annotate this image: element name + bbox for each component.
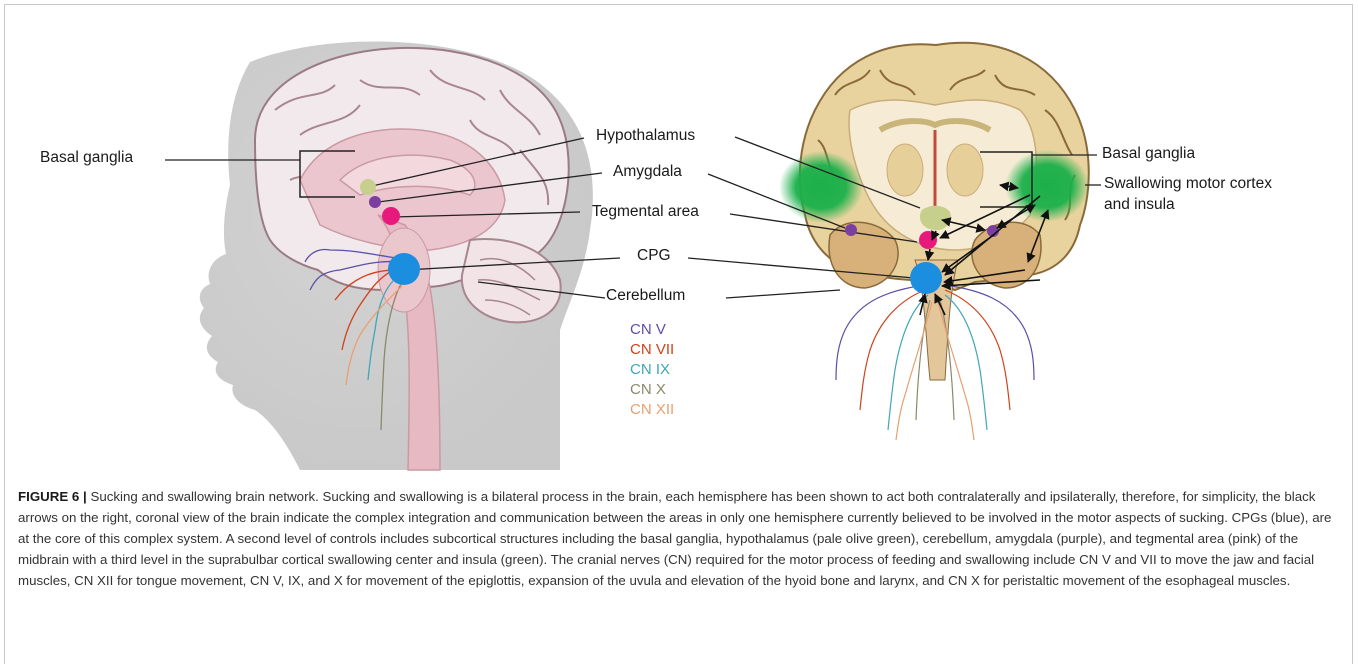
amygdala-marker-sagittal — [369, 196, 381, 208]
label-insula: and insula — [1104, 196, 1175, 214]
label-cerebellum: Cerebellum — [606, 287, 685, 305]
label-swallowing-cortex: Swallowing motor cortex — [1104, 175, 1272, 193]
cpg-marker-sagittal — [388, 253, 420, 285]
label-hypothalamus: Hypothalamus — [596, 127, 695, 145]
label-basal-ganglia-left: Basal ganglia — [40, 149, 133, 167]
legend-cn-vii: CN VII — [630, 341, 674, 358]
legend-cn-xii: CN XII — [630, 401, 674, 418]
caption-text: Sucking and swallowing brain network. Su… — [18, 489, 1331, 588]
label-amygdala: Amygdala — [613, 163, 682, 181]
legend-cn-ix: CN IX — [630, 361, 670, 378]
legend-cn-v: CN V — [630, 321, 666, 338]
cpg-marker-coronal — [910, 262, 942, 294]
caption-label: FIGURE 6 | — [18, 489, 87, 504]
hypothalamus-marker-sagittal — [360, 179, 376, 195]
label-tegmental-area: Tegmental area — [592, 203, 699, 221]
label-basal-ganglia-right: Basal ganglia — [1102, 145, 1195, 163]
cortex-insula-left — [779, 151, 863, 223]
figure-caption: FIGURE 6 | Sucking and swallowing brain … — [18, 486, 1340, 591]
amygdala-marker-left-coronal — [845, 224, 857, 236]
tegmental-marker-sagittal — [382, 207, 400, 225]
figure-illustration — [0, 0, 1358, 480]
label-cpg: CPG — [637, 247, 671, 265]
legend-cn-x: CN X — [630, 381, 666, 398]
